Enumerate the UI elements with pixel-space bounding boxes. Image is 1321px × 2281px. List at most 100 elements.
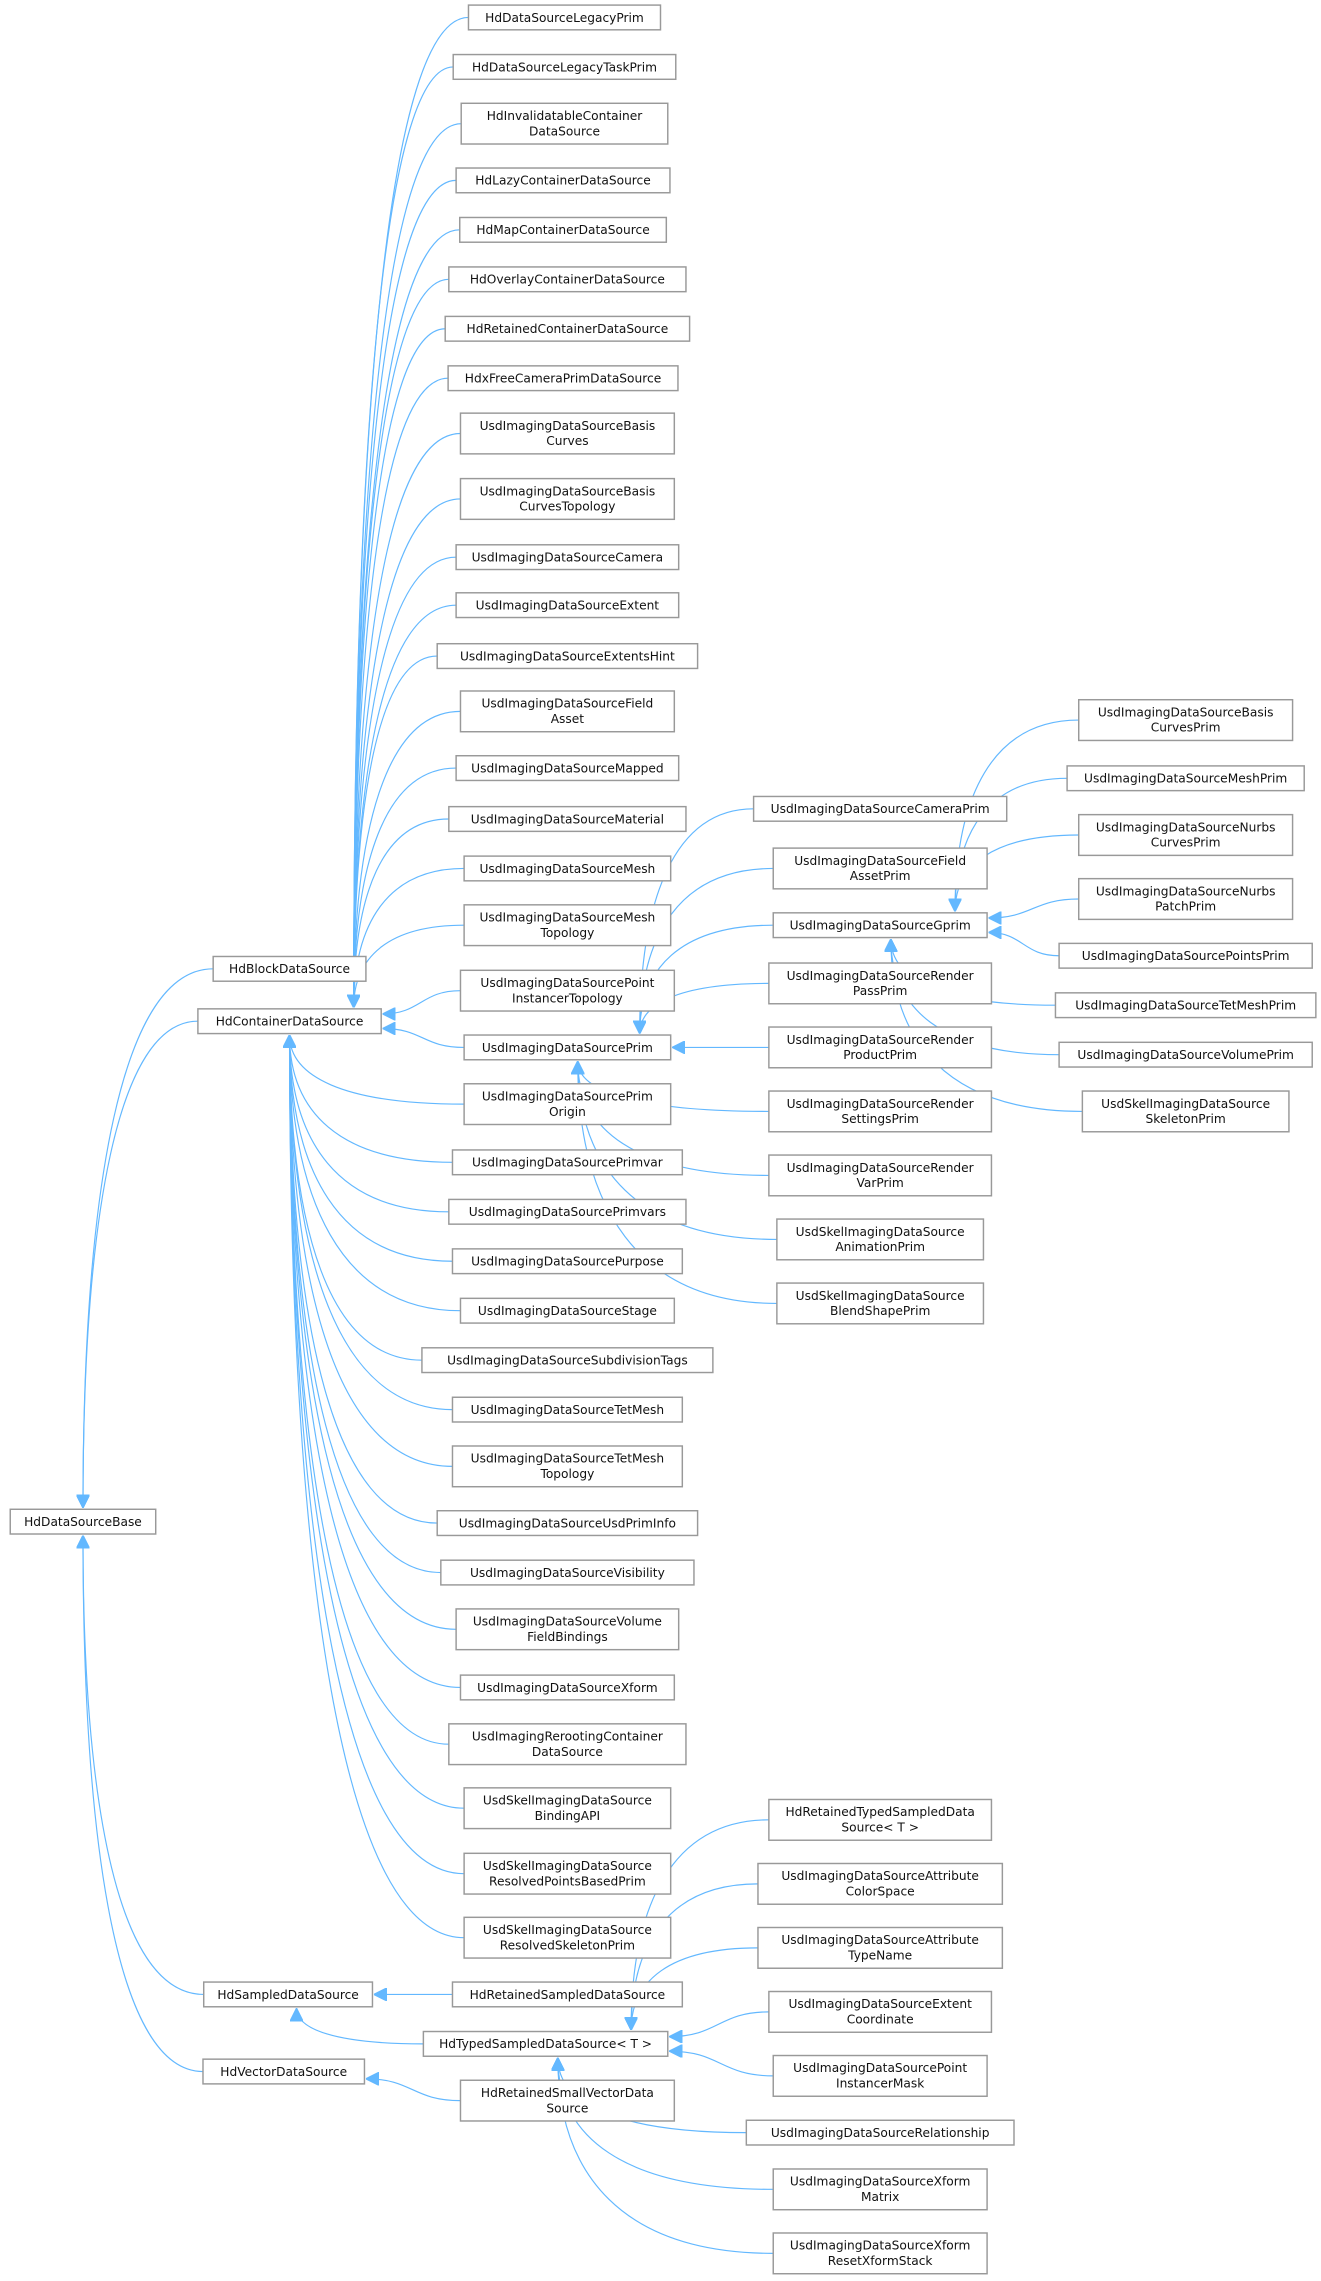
class-node-free-camera[interactable]: HdxFreeCameraPrimDataSource [447,365,679,392]
node-label: HdMapContainerDataSource [476,223,649,237]
node-label: UsdImagingDataSourceBasis [480,419,656,433]
class-node-base[interactable]: HdDataSourceBase [9,1508,157,1535]
inheritance-edge-basisCurvesTopo-to-container [354,498,461,1007]
node-box [776,1218,985,1261]
class-node-stage[interactable]: UsdImagingDataSourceStage [459,1297,676,1324]
class-node-purpose[interactable]: UsdImagingDataSourcePurpose [451,1248,684,1275]
inheritance-edge-extentsHint-to-container [354,655,438,1007]
class-node-volume-prim[interactable]: UsdImagingDataSourceVolumePrim [1058,1041,1313,1068]
class-node-visibility[interactable]: UsdImagingDataSourceVisibility [440,1559,695,1586]
class-node-typed[interactable]: HdTypedSampledDataSource< T > [422,2030,669,2057]
class-node-tet-mesh-prim[interactable]: UsdImagingDataSourceTetMeshPrim [1054,992,1317,1019]
class-node-retained-container[interactable]: HdRetainedContainerDataSource [444,315,691,342]
inheritance-edge-subdiv-to-container [290,1035,422,1361]
node-box [772,2232,988,2275]
class-node-mesh-prim[interactable]: UsdImagingDataSourceMeshPrim [1066,765,1305,792]
class-node-mapped[interactable]: UsdImagingDataSourceMapped [455,754,680,782]
class-node-lazy[interactable]: HdLazyContainerDataSource [455,167,671,194]
class-node-usd-prim-info[interactable]: UsdImagingDataSourceUsdPrimInfo [436,1509,699,1537]
node-label: UsdImagingDataSourcePrimvar [472,1156,664,1170]
node-label: UsdImagingDataSourceBasis [480,484,656,498]
node-label: CurvesPrim [1151,836,1221,850]
node-box [451,1981,684,2008]
node-label: HdTypedSampledDataSource< T > [439,2037,652,2051]
node-label: BlendShapePrim [830,1304,930,1318]
class-node-tet-mesh[interactable]: UsdImagingDataSourceTetMesh [451,1396,684,1423]
class-node-resolved-points[interactable]: UsdSkelImagingDataSourceResolvedPointsBa… [463,1852,672,1895]
class-node-map[interactable]: HdMapContainerDataSource [459,216,668,243]
class-node-extents-hint[interactable]: UsdImagingDataSourceExtentsHint [436,642,699,670]
node-box [459,412,676,455]
class-node-points-prim[interactable]: UsdImagingDataSourcePointsPrim [1058,942,1313,969]
node-label: HdBlockDataSource [229,962,350,976]
inheritance-edge-legacyTask-to-container [354,66,454,1007]
class-node-xform[interactable]: UsdImagingDataSourceXform [459,1674,676,1701]
class-node-overlay[interactable]: HdOverlayContainerDataSource [448,266,687,293]
node-box [768,962,993,1005]
class-node-mesh[interactable]: UsdImagingDataSourceMesh [463,855,672,882]
inheritance-edge-mapped-to-container [354,767,457,1007]
inheritance-edge-primOrigin-to-container [290,1035,465,1105]
class-node-primvars[interactable]: UsdImagingDataSourcePrimvars [448,1198,687,1225]
class-node-container[interactable]: HdContainerDataSource [197,1008,382,1035]
class-node-retained-sampled[interactable]: HdRetainedSampledDataSource [451,1981,684,2008]
node-label: UsdImagingDataSourceUsdPrimInfo [459,1516,676,1530]
class-node-camera[interactable]: UsdImagingDataSourceCamera [455,544,680,571]
class-node-extent[interactable]: UsdImagingDataSourceExtent [455,592,680,619]
inheritance-edge-resolvedPoints-to-container [290,1035,465,1875]
class-node-sampled[interactable]: HdSampledDataSource [202,1981,374,2008]
node-label: HdDataSourceBase [24,1515,142,1529]
class-node-legacy-task[interactable]: HdDataSourceLegacyTaskPrim [452,53,677,81]
inheritance-edge-primvar-to-container [290,1035,453,1163]
inheritance-edge-stage-to-container [290,1035,461,1312]
node-box [757,1862,1004,1905]
node-label: UsdImagingDataSourceExtent [788,1997,972,2011]
node-label: UsdImagingDataSourcePrimvars [469,1205,666,1219]
class-node-prim[interactable]: UsdImagingDataSourcePrim [463,1034,672,1061]
class-node-resolved-skel[interactable]: UsdSkelImagingDataSourceResolvedSkeleton… [463,1916,672,1959]
node-label: UsdImagingDataSourceXform [477,1681,657,1695]
class-node-vector[interactable]: HdVectorDataSource [202,2058,366,2085]
inheritance-edge-attrTypeName-to-typed [631,1947,758,2030]
class-node-material[interactable]: UsdImagingDataSourceMaterial [448,805,687,833]
node-label: HdRetainedContainerDataSource [467,322,669,336]
class-node-point-inst-topo[interactable]: UsdImagingDataSourcePointInstancerTopolo… [459,969,676,1012]
class-node-camera-prim[interactable]: UsdImagingDataSourceCameraPrim [752,795,1008,822]
class-node-gprim[interactable]: UsdImagingDataSourceGprim [772,912,988,939]
class-node-block[interactable]: HdBlockDataSource [212,955,367,982]
class-node-primvar[interactable]: UsdImagingDataSourcePrimvar [451,1149,684,1176]
class-node-relationship[interactable]: UsdImagingDataSourceRelationship [745,2119,1015,2146]
class-node-legacy-prim[interactable]: HdDataSourceLegacyPrim [467,4,662,31]
node-box [463,1852,672,1895]
class-node-subdiv[interactable]: UsdImagingDataSourceSubdivisionTags [421,1347,714,1374]
